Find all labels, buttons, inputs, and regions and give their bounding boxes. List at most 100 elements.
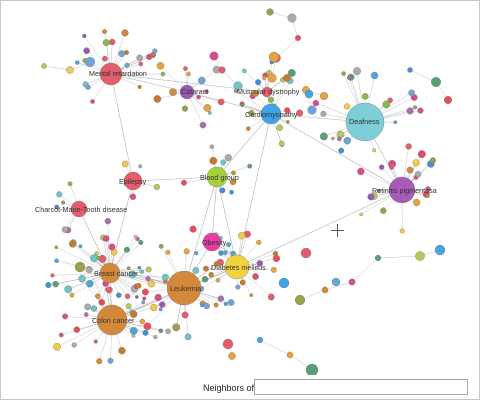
graph-node[interactable] xyxy=(73,326,81,333)
graph-node[interactable] xyxy=(353,67,362,76)
graph-node[interactable] xyxy=(139,318,146,325)
graph-node[interactable] xyxy=(235,284,241,290)
graph-node[interactable] xyxy=(135,282,142,289)
graph-node[interactable] xyxy=(434,244,446,256)
graph-node[interactable] xyxy=(138,239,144,245)
graph-node[interactable] xyxy=(407,67,413,73)
graph-node[interactable] xyxy=(105,286,113,294)
graph-node[interactable] xyxy=(412,159,420,167)
hub-node-leukemia[interactable] xyxy=(166,270,202,306)
graph-node[interactable] xyxy=(268,51,280,63)
graph-node[interactable] xyxy=(129,326,138,335)
graph-node[interactable] xyxy=(218,66,226,74)
graph-node[interactable] xyxy=(261,75,267,81)
graph-node[interactable] xyxy=(406,107,414,115)
graph-node[interactable] xyxy=(417,150,426,159)
graph-node[interactable] xyxy=(98,299,106,306)
graph-node[interactable] xyxy=(142,296,147,301)
graph-node[interactable] xyxy=(286,120,290,124)
graph-node[interactable] xyxy=(71,342,77,348)
graph-node[interactable] xyxy=(104,217,111,225)
graph-node[interactable] xyxy=(118,346,126,355)
graph-node[interactable] xyxy=(141,288,149,296)
graph-node[interactable] xyxy=(229,178,237,186)
graph-node[interactable] xyxy=(116,292,122,298)
graph-node[interactable] xyxy=(348,278,356,286)
graph-node[interactable] xyxy=(84,303,92,311)
graph-node[interactable] xyxy=(209,51,219,61)
graph-node[interactable] xyxy=(405,143,412,150)
graph-node[interactable] xyxy=(255,79,262,86)
graph-node[interactable] xyxy=(68,240,77,248)
graph-node[interactable] xyxy=(54,204,60,210)
graph-node[interactable] xyxy=(380,207,387,214)
graph-node[interactable] xyxy=(153,334,158,340)
graph-node[interactable] xyxy=(145,266,152,273)
graph-node[interactable] xyxy=(252,273,259,280)
graph-node[interactable] xyxy=(102,29,107,34)
graph-node[interactable] xyxy=(183,66,188,71)
graph-node[interactable] xyxy=(131,334,136,338)
graph-node[interactable] xyxy=(417,107,424,114)
graph-node[interactable] xyxy=(58,332,64,338)
graph-node[interactable] xyxy=(242,68,247,74)
graph-node[interactable] xyxy=(251,89,259,97)
hub-node-deafness[interactable] xyxy=(345,102,385,142)
hub-node-breast[interactable] xyxy=(99,262,121,284)
graph-node[interactable] xyxy=(272,254,281,263)
graph-node[interactable] xyxy=(239,279,246,286)
graph-node[interactable] xyxy=(346,75,352,80)
graph-node[interactable] xyxy=(223,301,228,306)
graph-node[interactable] xyxy=(372,148,377,153)
graph-node[interactable] xyxy=(233,81,243,91)
graph-node[interactable] xyxy=(393,120,398,125)
graph-node[interactable] xyxy=(343,136,352,145)
graph-node[interactable] xyxy=(64,285,73,294)
graph-node[interactable] xyxy=(278,140,285,147)
graph-node[interactable] xyxy=(139,269,145,274)
graph-node[interactable] xyxy=(78,274,86,283)
graph-node[interactable] xyxy=(215,278,221,283)
graph-node[interactable] xyxy=(156,62,165,70)
graph-node[interactable] xyxy=(203,302,210,310)
graph-node[interactable] xyxy=(124,62,130,68)
graph-node[interactable] xyxy=(158,243,164,249)
graph-node[interactable] xyxy=(147,280,156,288)
graph-node[interactable] xyxy=(93,339,98,344)
graph-node[interactable] xyxy=(124,293,131,300)
graph-node[interactable] xyxy=(331,136,335,141)
graph-node[interactable] xyxy=(153,183,160,191)
graph-node[interactable] xyxy=(133,234,138,239)
graph-node[interactable] xyxy=(413,105,418,110)
graph-node[interactable] xyxy=(146,53,153,61)
graph-node[interactable] xyxy=(141,300,146,305)
graph-node[interactable] xyxy=(123,50,129,55)
graph-node[interactable] xyxy=(181,105,189,112)
graph-node[interactable] xyxy=(123,246,130,253)
graph-node[interactable] xyxy=(136,54,143,61)
graph-node[interactable] xyxy=(331,277,341,287)
graph-node[interactable] xyxy=(208,271,214,278)
graph-node[interactable] xyxy=(137,265,142,270)
graph-node[interactable] xyxy=(152,48,158,54)
graph-node[interactable] xyxy=(180,179,187,186)
graph-node[interactable] xyxy=(374,254,382,262)
graph-node[interactable] xyxy=(295,35,301,41)
graph-node[interactable] xyxy=(102,55,108,62)
graph-node[interactable] xyxy=(222,338,234,350)
graph-node[interactable] xyxy=(125,303,132,310)
graph-node[interactable] xyxy=(367,193,375,201)
graph-node[interactable] xyxy=(85,265,93,274)
graph-node[interactable] xyxy=(361,93,369,100)
hub-node-obesity[interactable] xyxy=(202,232,222,252)
graph-node[interactable] xyxy=(284,107,291,114)
graph-node[interactable] xyxy=(83,312,89,317)
graph-node[interactable] xyxy=(135,295,139,299)
graph-node[interactable] xyxy=(266,8,274,16)
graph-node[interactable] xyxy=(78,244,83,249)
graph-node[interactable] xyxy=(126,266,131,271)
graph-node[interactable] xyxy=(165,328,171,335)
graph-node[interactable] xyxy=(121,29,129,37)
graph-node[interactable] xyxy=(389,164,395,170)
graph-node[interactable] xyxy=(276,124,284,131)
